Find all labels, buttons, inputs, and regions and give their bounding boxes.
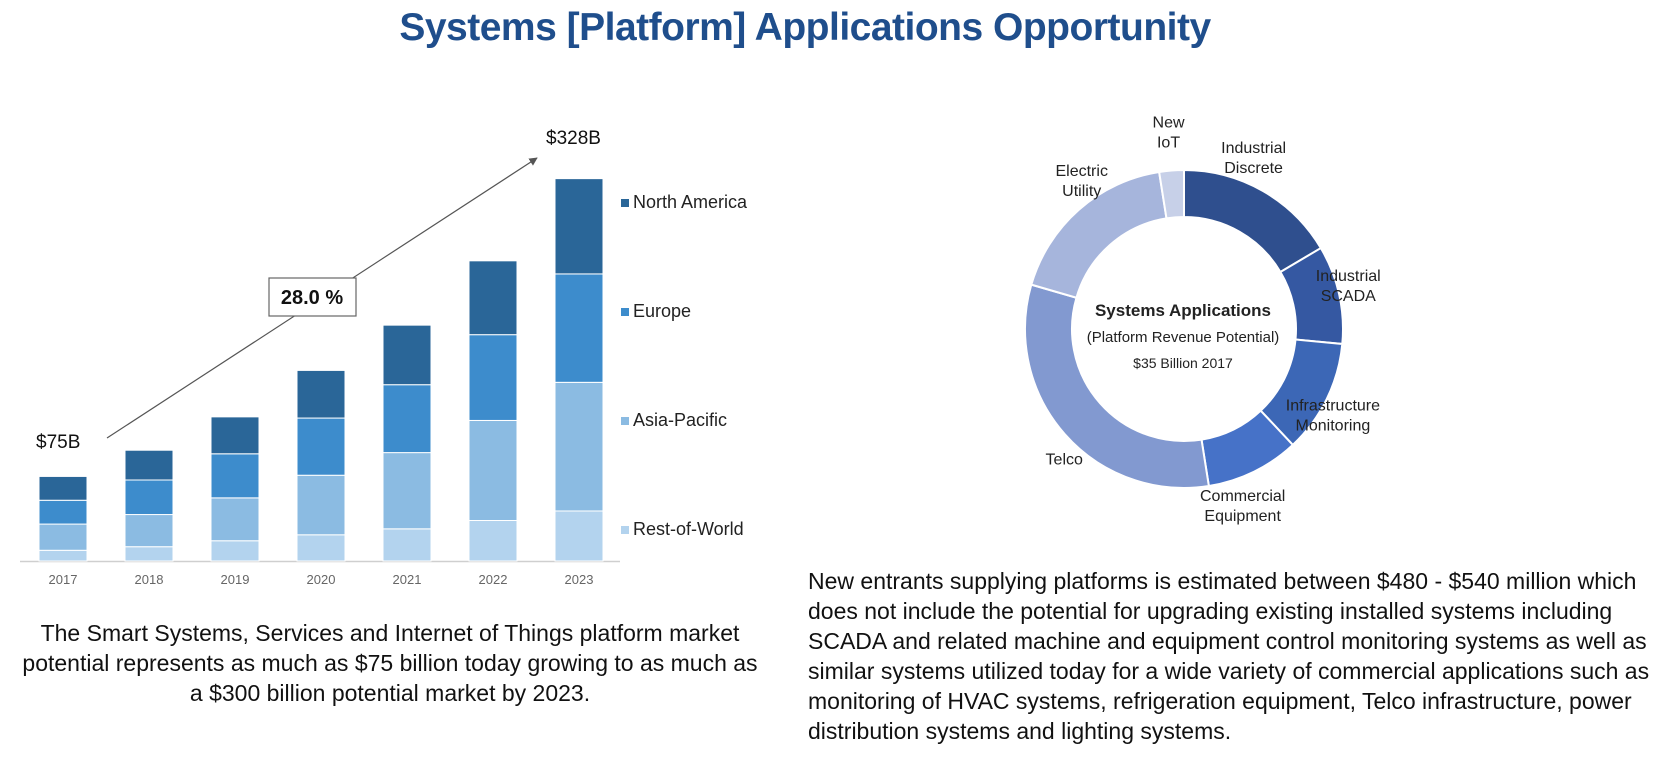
donut-center-title: Systems Applications: [1095, 301, 1271, 320]
x-tick-label-2017: 2017: [49, 572, 78, 587]
bar-segment-europe-2020: [296, 417, 346, 476]
donut-label-electric-utility-0: Electric: [1055, 163, 1107, 180]
bar-segment-europe-2022: [468, 334, 518, 421]
right-caption: New entrants supplying platforms is esti…: [808, 568, 1650, 744]
bar-segment-europe-2021: [382, 384, 432, 454]
bar-segment-north-america-2023: [554, 178, 604, 275]
x-tick-label-2022: 2022: [479, 572, 508, 587]
donut-label-telco-0: Telco: [1046, 451, 1083, 468]
bar-segment-north-america-2018: [124, 449, 174, 481]
bar-segment-north-america-2020: [296, 369, 346, 419]
left-caption: The Smart Systems, Services and Internet…: [22, 620, 758, 706]
bar-segment-asia-pacific-2022: [468, 419, 518, 521]
donut-label-commercial-equipment-1: Equipment: [1204, 508, 1281, 525]
donut-label-infrastructure-monitoring-1: Monitoring: [1296, 418, 1371, 435]
x-tick-label-2018: 2018: [135, 572, 164, 587]
x-tick-label-2021: 2021: [393, 572, 422, 587]
donut-slice-industrial-discrete: [1183, 168, 1323, 274]
donut-center-subtitle: (Platform Revenue Potential): [1087, 329, 1280, 346]
donut-label-industrial-discrete-1: Discrete: [1224, 160, 1283, 177]
bar-segment-rest-of-world-2021: [382, 528, 432, 562]
legend-swatch-europe: [621, 308, 629, 316]
donut-label-new-iot-1: IoT: [1157, 135, 1180, 152]
donut-label-industrial-scada-0: Industrial: [1316, 268, 1381, 285]
bar-segment-asia-pacific-2019: [210, 497, 260, 542]
donut-chart: IndustrialDiscreteIndustrialSCADAInfrast…: [1024, 115, 1381, 525]
donut-label-industrial-scada-1: SCADA: [1321, 288, 1376, 305]
donut-label-infrastructure-monitoring-0: Infrastructure: [1286, 398, 1380, 415]
x-tick-label-2020: 2020: [307, 572, 336, 587]
stacked-bar-chart: 2017 2018 2019 2020 2021 2022 2023 28.0 % $75B…: [20, 128, 748, 587]
bar-segment-rest-of-world-2023: [554, 510, 604, 562]
bar-segment-asia-pacific-2017: [38, 523, 88, 551]
legend-swatch-asia-pacific: [621, 417, 629, 425]
end-value-label: $328B: [546, 128, 601, 149]
bar-segment-north-america-2017: [38, 475, 88, 501]
legend-label-rest-of-world: Rest-of-World: [633, 519, 744, 539]
x-tick-label-2023: 2023: [565, 572, 594, 587]
growth-rate-box: [268, 277, 357, 317]
legend-label-europe: Europe: [633, 301, 691, 321]
legend-swatch-north-america: [621, 199, 629, 207]
bar-segment-north-america-2022: [468, 260, 518, 336]
donut-label-commercial-equipment-0: Commercial: [1200, 488, 1285, 505]
start-value-label: $75B: [36, 432, 80, 453]
legend-swatch-rest-of-world: [621, 526, 629, 534]
bar-segment-asia-pacific-2020: [296, 474, 346, 536]
donut-label-industrial-discrete-0: Industrial: [1221, 140, 1286, 157]
bar-segment-asia-pacific-2021: [382, 452, 432, 530]
legend-label-north-america: North America: [633, 192, 748, 212]
donut-slice-new-iot: [1157, 168, 1185, 220]
donut-slice-telco: [1024, 283, 1211, 489]
bar-segment-asia-pacific-2023: [554, 381, 604, 512]
donut-label-electric-utility-1: Utility: [1062, 183, 1101, 200]
legend-label-asia-pacific: Asia-Pacific: [633, 410, 727, 430]
page-title: Systems [Platform] Applications Opportun…: [399, 6, 1211, 49]
x-tick-label-2019: 2019: [221, 572, 250, 587]
growth-rate-label: 28.0 %: [281, 287, 343, 309]
bar-segment-north-america-2019: [210, 416, 260, 455]
bar-segment-europe-2019: [210, 453, 260, 499]
donut-label-new-iot-0: New: [1153, 115, 1185, 132]
donut-center-value: $35 Billion 2017: [1133, 355, 1233, 371]
bar-segment-north-america-2021: [382, 324, 432, 386]
bar-segment-rest-of-world-2020: [296, 534, 346, 562]
